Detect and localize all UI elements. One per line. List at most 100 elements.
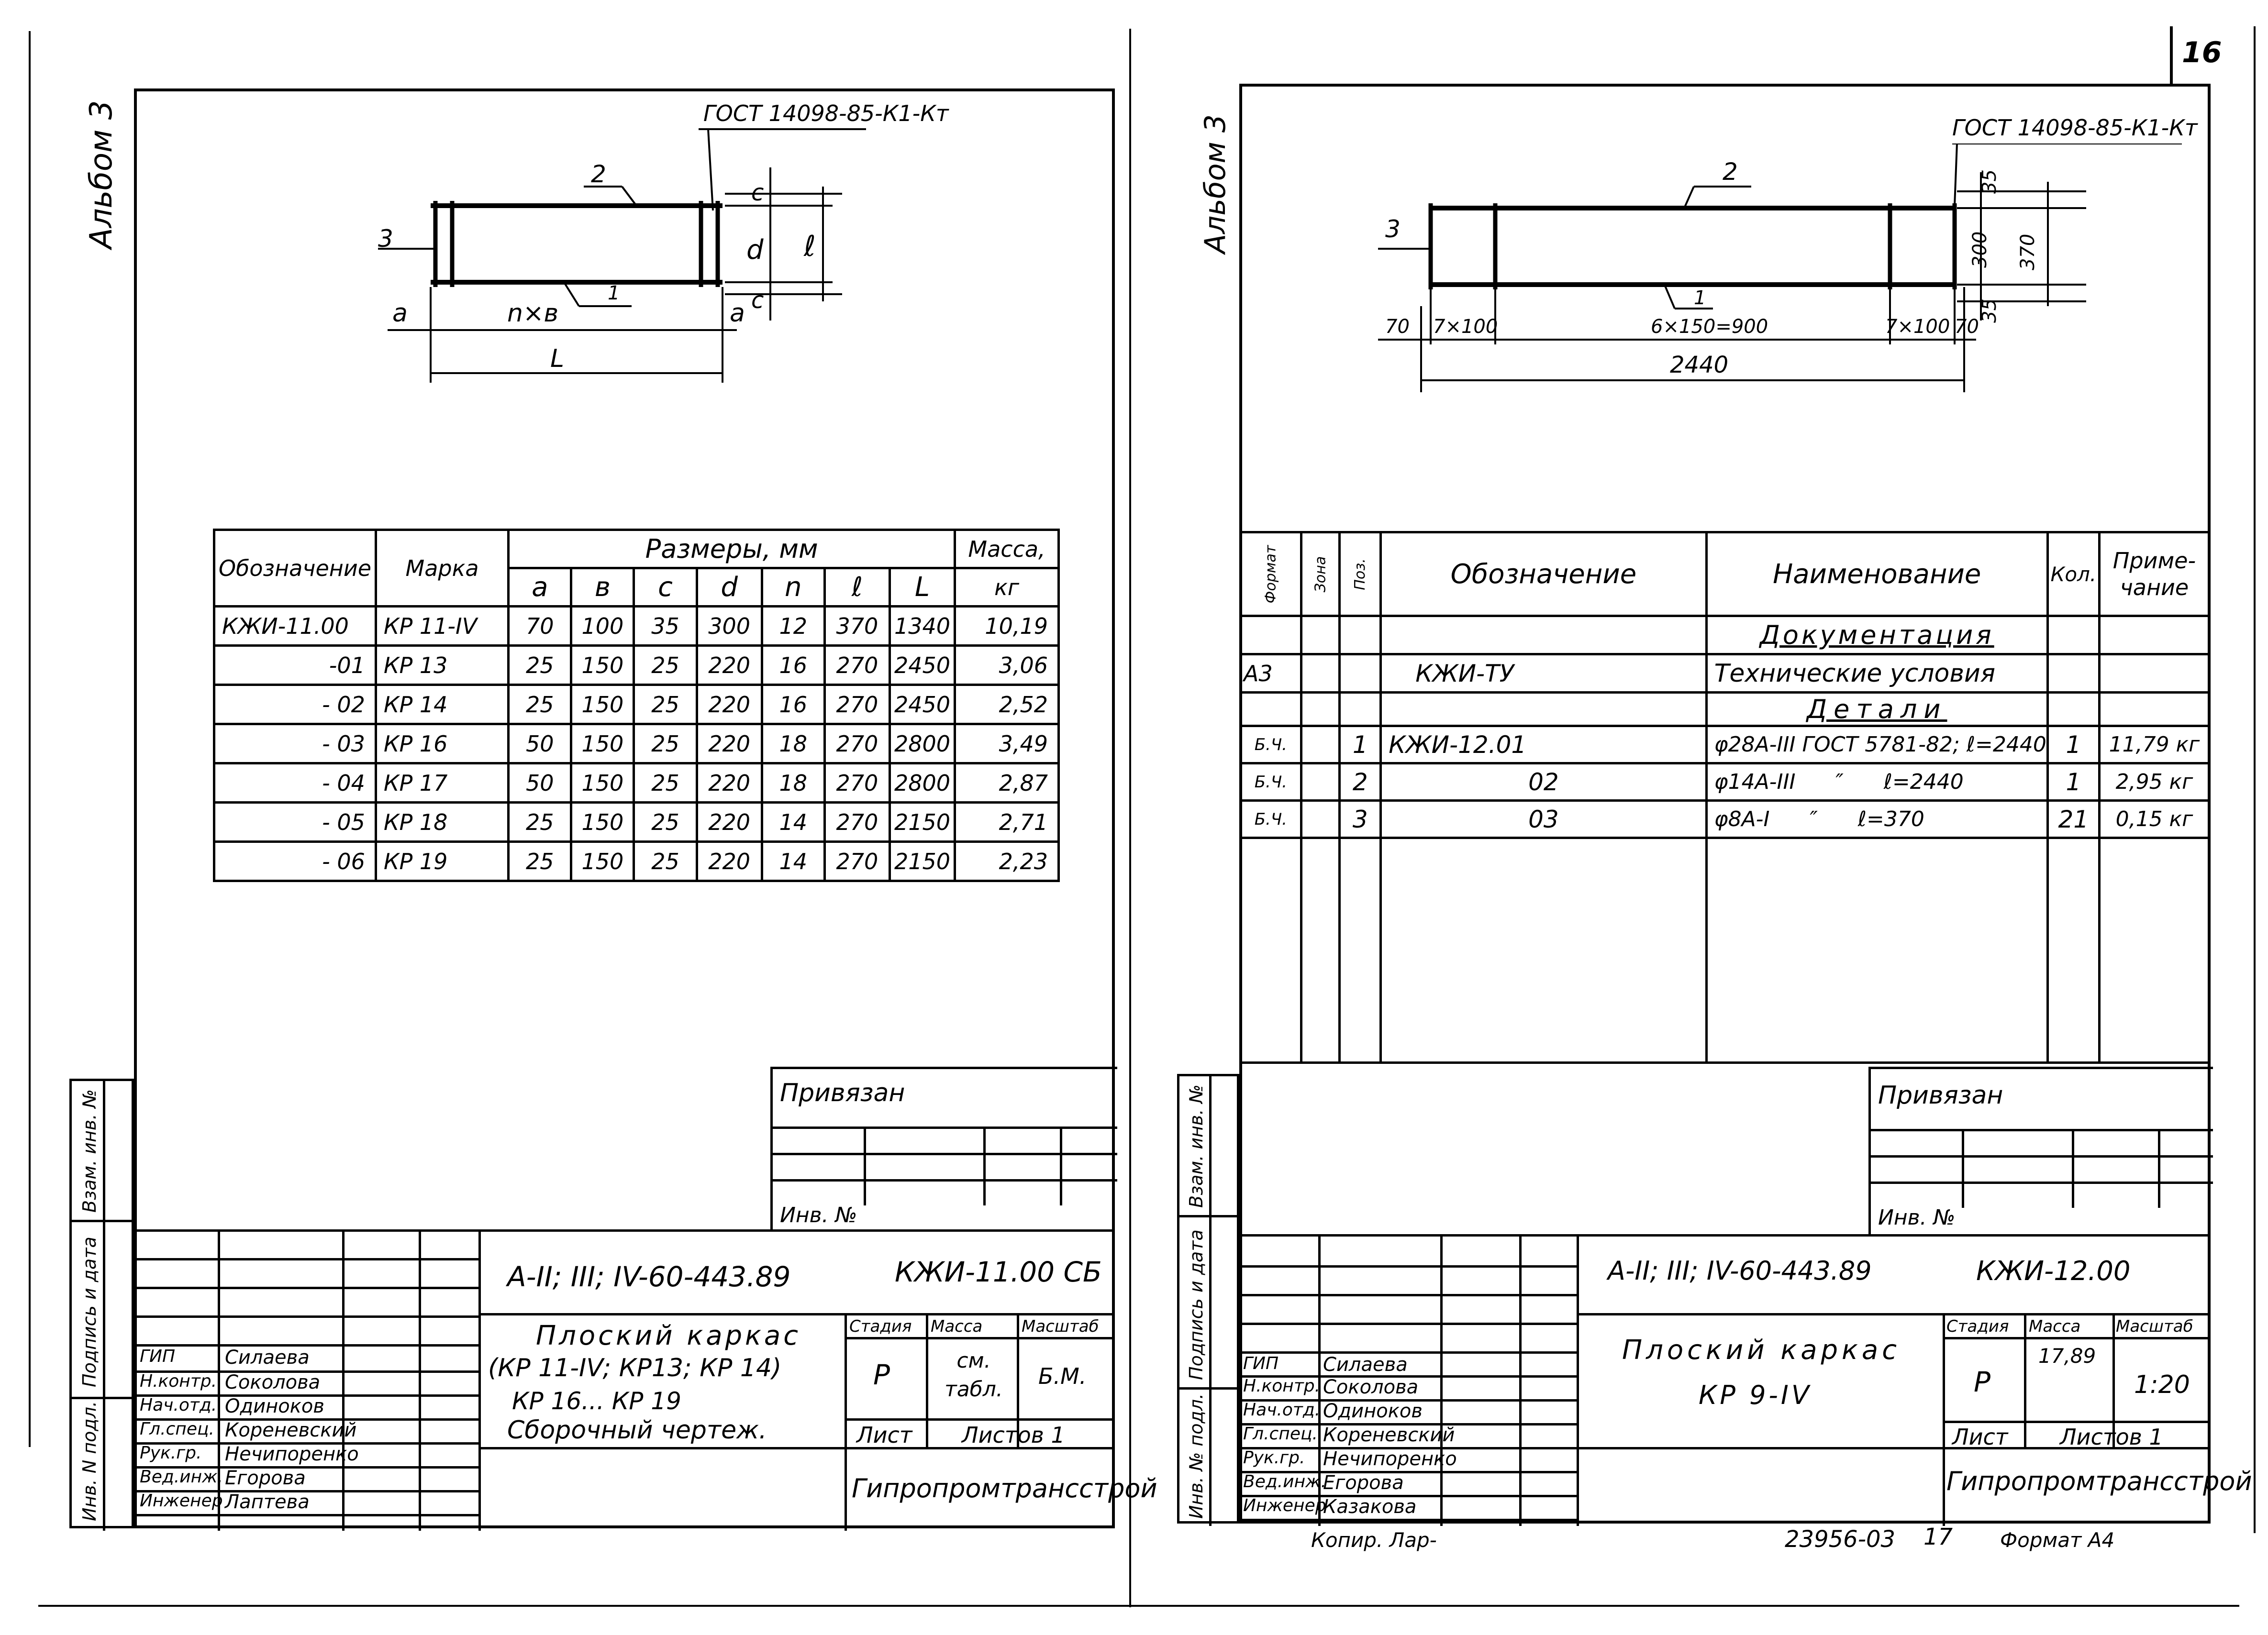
table-cell: 16 bbox=[760, 644, 826, 686]
left-sheet-frame bbox=[134, 88, 1115, 1528]
header-mass-unit: кг bbox=[954, 567, 1060, 608]
table-cell: 25 bbox=[633, 762, 698, 804]
left-stage-value: Р bbox=[873, 1359, 890, 1391]
page-top-right-line bbox=[2254, 26, 2256, 1533]
table-cell: 3,06 bbox=[954, 644, 1060, 686]
spec-header-pos: Поз. bbox=[1338, 531, 1382, 617]
spec-header-designation: Обозначение bbox=[1379, 531, 1708, 617]
sub-header-d: d bbox=[695, 567, 763, 608]
table-cell: 2,71 bbox=[954, 801, 1060, 843]
left-pos3-label: 3 bbox=[378, 225, 393, 253]
right-gost-ref: ГОСТ 14098-85-К1-Кт bbox=[1952, 115, 2198, 141]
signatory-name: Одиноков bbox=[1323, 1400, 1423, 1422]
spec-cell: 1 bbox=[1338, 725, 1382, 764]
right-cage-drawing bbox=[1378, 144, 2182, 392]
right-sheets-label: Листов 1 bbox=[2060, 1424, 2163, 1450]
spec-cell: 1 bbox=[2046, 725, 2101, 764]
table-cell: 2,23 bbox=[954, 840, 1060, 882]
divider bbox=[478, 1447, 1115, 1449]
left-title-line-1: Плоский каркас bbox=[536, 1320, 801, 1351]
sub-header-a: a bbox=[507, 567, 573, 608]
table-cell: 25 bbox=[633, 644, 698, 686]
left-scale-value: Б.М. bbox=[1038, 1363, 1087, 1389]
divider bbox=[1577, 1447, 2211, 1449]
right-dim-35-bottom: 35 bbox=[1979, 298, 2001, 323]
signatory-name: Соколова bbox=[225, 1371, 321, 1393]
divider bbox=[2112, 1313, 2115, 1447]
table-cell: 220 bbox=[695, 801, 763, 843]
divider bbox=[1577, 1313, 2211, 1315]
left-inv-no-label: Инв. № bbox=[780, 1203, 857, 1227]
divider bbox=[773, 1179, 1117, 1182]
table-cell: - 04 bbox=[213, 762, 377, 804]
right-sheet-label: Лист bbox=[1952, 1424, 2008, 1450]
signatory-name: Одиноков bbox=[225, 1395, 324, 1417]
left-dim-c-bottom: c bbox=[751, 287, 764, 314]
divider bbox=[1871, 1155, 2213, 1158]
left-title-line-2: (КР 11-IV; КР13; КР 14) bbox=[488, 1354, 782, 1382]
table-cell: 25 bbox=[507, 684, 573, 725]
left-dim-L: L bbox=[550, 344, 564, 373]
left-title-line-3: КР 16... КР 19 bbox=[512, 1387, 681, 1415]
divider bbox=[1943, 1337, 2211, 1339]
table-cell: 2150 bbox=[888, 801, 956, 843]
sub-header-c: c bbox=[633, 567, 698, 608]
divider bbox=[845, 1313, 847, 1531]
table-cell: 270 bbox=[823, 762, 891, 804]
divider bbox=[2072, 1129, 2074, 1208]
right-mass-label: Масса bbox=[2029, 1317, 2081, 1336]
signatory-name: Егорова bbox=[1323, 1472, 1404, 1494]
header-mass: Масса, bbox=[954, 529, 1060, 569]
signatory-name: Кореневский bbox=[1323, 1424, 1455, 1446]
spec-header-note: Приме- чание bbox=[2098, 531, 2211, 617]
table-cell: КЖИ-11.00 bbox=[213, 605, 377, 647]
spec-cell: 2 bbox=[1338, 762, 1382, 802]
table-cell: - 06 bbox=[213, 840, 377, 882]
right-inv-no-label: Инв. № bbox=[1878, 1205, 1956, 1230]
right-dim-2440: 2440 bbox=[1670, 352, 1729, 378]
table-cell: КР 18 bbox=[374, 801, 510, 843]
sub-header-b: в bbox=[570, 567, 635, 608]
left-title-line-4: Сборочный чертеж. bbox=[507, 1416, 767, 1445]
signatory-role: Нач.отд. bbox=[140, 1395, 217, 1415]
signatory-role: Инженер bbox=[140, 1491, 223, 1511]
divider bbox=[2158, 1129, 2160, 1208]
spec-cell: КЖИ-12.01 bbox=[1379, 725, 1708, 764]
signatory-name: Нечипоренко bbox=[1323, 1448, 1457, 1470]
right-people-grid bbox=[1239, 1237, 1584, 1526]
divider bbox=[478, 1313, 1115, 1315]
left-scale-label: Масштаб bbox=[1022, 1317, 1099, 1336]
spec-cell: Б.Ч. bbox=[1239, 725, 1302, 764]
table-cell: 100 bbox=[570, 605, 635, 647]
left-dim-nxb: n×в bbox=[507, 299, 559, 328]
right-dim-7x100-right: 7×100 bbox=[1885, 316, 1950, 338]
right-pos3-label: 3 bbox=[1385, 215, 1401, 243]
right-stage-label: Стадия bbox=[1946, 1317, 2009, 1336]
right-album-label: Альбом 3 bbox=[1199, 114, 1232, 254]
signatory-role: Н.контр. bbox=[140, 1371, 217, 1391]
right-mass-value: 17,89 bbox=[2038, 1344, 2096, 1368]
right-dim-6x150: 6×150=900 bbox=[1651, 316, 1768, 338]
spec-cell: φ28А-III ГОСТ 5781-82; ℓ=2440 bbox=[1705, 725, 2049, 764]
table-cell: 2450 bbox=[888, 684, 956, 725]
right-side-stamp-inv-replace: Взам. инв. № bbox=[1186, 1084, 1207, 1208]
signatory-role: Вед.инж. bbox=[1243, 1472, 1326, 1491]
divider bbox=[1943, 1421, 2211, 1423]
table-cell: КР 17 bbox=[374, 762, 510, 804]
divider bbox=[1943, 1313, 1945, 1526]
signatory-name: Кореневский bbox=[225, 1419, 357, 1441]
right-dim-370: 370 bbox=[2017, 233, 2039, 270]
signatory-name: Силаева bbox=[1323, 1354, 1408, 1376]
signatory-name: Нечипоренко bbox=[225, 1443, 359, 1465]
signatory-name: Егорова bbox=[225, 1467, 306, 1489]
signatory-role: Гл.спец. bbox=[1243, 1424, 1318, 1444]
signatory-role: Инженер bbox=[1243, 1496, 1326, 1515]
table-cell: 1340 bbox=[888, 605, 956, 647]
spec-doc-row: А3 КЖИ-ТУ Технические условия bbox=[1239, 653, 2211, 694]
left-org: Гипропромтрансстрой bbox=[852, 1473, 1157, 1503]
table-cell: 50 bbox=[507, 762, 573, 804]
